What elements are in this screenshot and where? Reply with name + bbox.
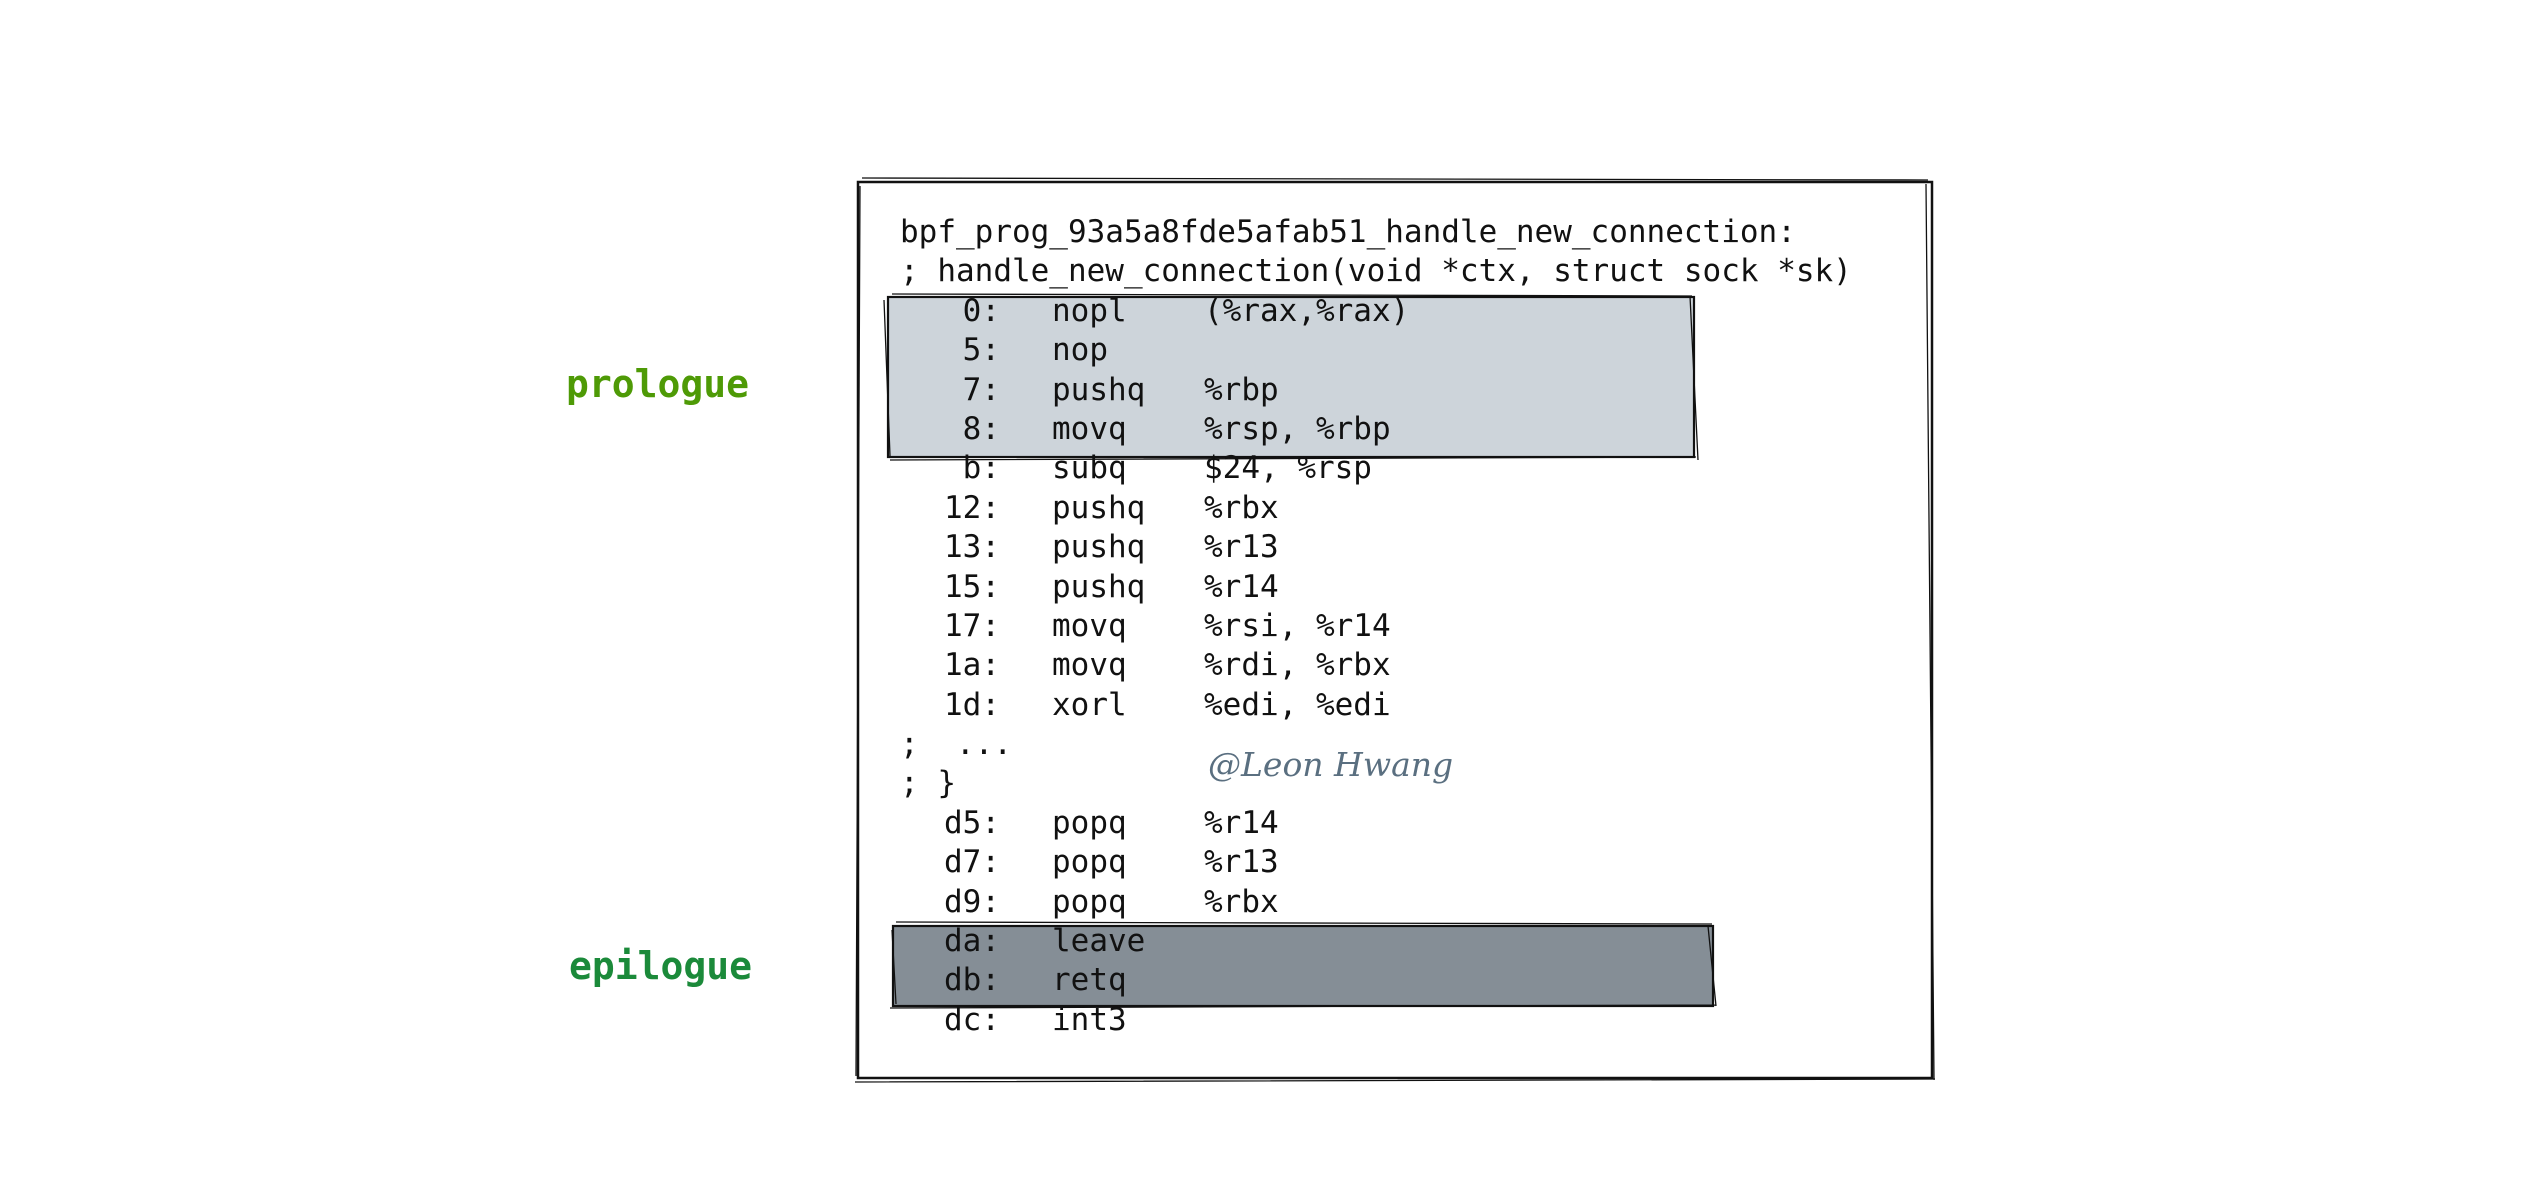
instruction-operands: %rsp, %rbp: [1204, 410, 1391, 447]
closing-brace-comment: ; }: [900, 765, 956, 802]
instruction-operands: %rbp: [1204, 371, 1279, 408]
instruction-address: d9:: [944, 883, 1000, 920]
ellipsis-comment: ; ...: [900, 726, 1012, 763]
function-name: bpf_prog_93a5a8fde5afab51_handle_new_con…: [900, 214, 1796, 250]
instruction-address: 1a:: [944, 647, 1000, 684]
instruction-mnemonic: popq: [1052, 804, 1127, 841]
instruction-row: d7: popq %r13: [900, 843, 1900, 882]
instruction-mnemonic: xorl: [1052, 686, 1127, 723]
instruction-row: d5: popq %r14: [900, 804, 1900, 843]
instruction-address: 7:: [962, 371, 1000, 408]
prologue-highlight: [886, 295, 1696, 459]
instruction-address: b:: [962, 450, 1000, 487]
instruction-address: 12:: [944, 489, 1000, 526]
prologue-highlight-sketch: [883, 293, 1699, 461]
instruction-mnemonic: pushq: [1052, 489, 1146, 526]
instruction-operands: %rsi, %r14: [1204, 607, 1391, 644]
instruction-address: dc:: [944, 1001, 1000, 1038]
instruction-row: 1a: movq %rdi, %rbx: [900, 646, 1900, 685]
disassembly-listing: bpf_prog_93a5a8fde5afab51_handle_new_con…: [900, 213, 1900, 1040]
instruction-address: d5:: [944, 804, 1000, 841]
instruction-row: 17: movq %rsi, %r14: [900, 607, 1900, 646]
instruction-mnemonic: pushq: [1052, 371, 1146, 408]
instruction-row: 15: pushq %r14: [900, 568, 1900, 607]
epilogue-highlight: [891, 924, 1715, 1008]
instruction-row: 8: movq %rsp, %rbp: [900, 410, 1900, 449]
instruction-row: 13: pushq %r13: [900, 528, 1900, 567]
instruction-address: 17:: [944, 607, 1000, 644]
instruction-operands: %edi, %edi: [1204, 686, 1391, 723]
instruction-operands: %r14: [1204, 804, 1279, 841]
instruction-row: 5: nop: [900, 331, 1900, 370]
instruction-address: db:: [944, 962, 1000, 999]
instruction-mnemonic: pushq: [1052, 529, 1146, 566]
code-box-border-sketch: [854, 177, 1936, 1083]
instruction-operands: (%rax,%rax): [1204, 292, 1410, 329]
instruction-address: da:: [944, 923, 1000, 960]
epilogue-label: epilogue: [569, 944, 753, 988]
instruction-row: b: subq $24, %rsp: [900, 449, 1900, 488]
instruction-mnemonic: leave: [1052, 923, 1146, 960]
signature-comment: ; handle_new_connection(void *ctx, struc…: [900, 253, 1852, 290]
instruction-mnemonic: nopl: [1052, 292, 1127, 329]
instruction-operands: %rbx: [1204, 883, 1279, 920]
instruction-mnemonic: subq: [1052, 450, 1127, 487]
instruction-row: d9: popq %rbx: [900, 883, 1900, 922]
instruction-operands: %rbx: [1204, 489, 1279, 526]
instruction-address: 1d:: [944, 686, 1000, 723]
instruction-mnemonic: popq: [1052, 883, 1127, 920]
instruction-row: 12: pushq %rbx: [900, 489, 1900, 528]
instruction-operands: %rdi, %rbx: [1204, 647, 1391, 684]
instruction-address: 15:: [944, 568, 1000, 605]
instruction-mnemonic: pushq: [1052, 568, 1146, 605]
instruction-mnemonic: nop: [1052, 332, 1108, 369]
instruction-row: dc: int3: [900, 1001, 1900, 1040]
instruction-address: 5:: [962, 332, 1000, 369]
instruction-mnemonic: movq: [1052, 647, 1127, 684]
prologue-label: prologue: [566, 362, 750, 406]
instruction-operands: %r14: [1204, 568, 1279, 605]
instruction-operands: %r13: [1204, 844, 1279, 881]
instruction-row: 7: pushq %rbp: [900, 371, 1900, 410]
instruction-operands: %r13: [1204, 529, 1279, 566]
epilogue-highlight-sketch: [889, 921, 1717, 1009]
instruction-row: 1d: xorl %edi, %edi: [900, 686, 1900, 725]
instruction-row: db: retq: [900, 961, 1900, 1000]
instruction-mnemonic: popq: [1052, 844, 1127, 881]
instruction-mnemonic: int3: [1052, 1001, 1127, 1038]
instruction-row: da: leave: [900, 922, 1900, 961]
instruction-mnemonic: retq: [1052, 962, 1127, 999]
instruction-address: 0:: [962, 292, 1000, 329]
instruction-operands: $24, %rsp: [1204, 450, 1372, 487]
author-watermark: @Leon Hwang: [1208, 745, 1454, 784]
instruction-address: d7:: [944, 844, 1000, 881]
instruction-row: 0: nopl (%rax,%rax): [900, 292, 1900, 331]
instruction-address: 8:: [962, 410, 1000, 447]
instruction-mnemonic: movq: [1052, 410, 1127, 447]
instruction-address: 13:: [944, 529, 1000, 566]
instruction-mnemonic: movq: [1052, 607, 1127, 644]
